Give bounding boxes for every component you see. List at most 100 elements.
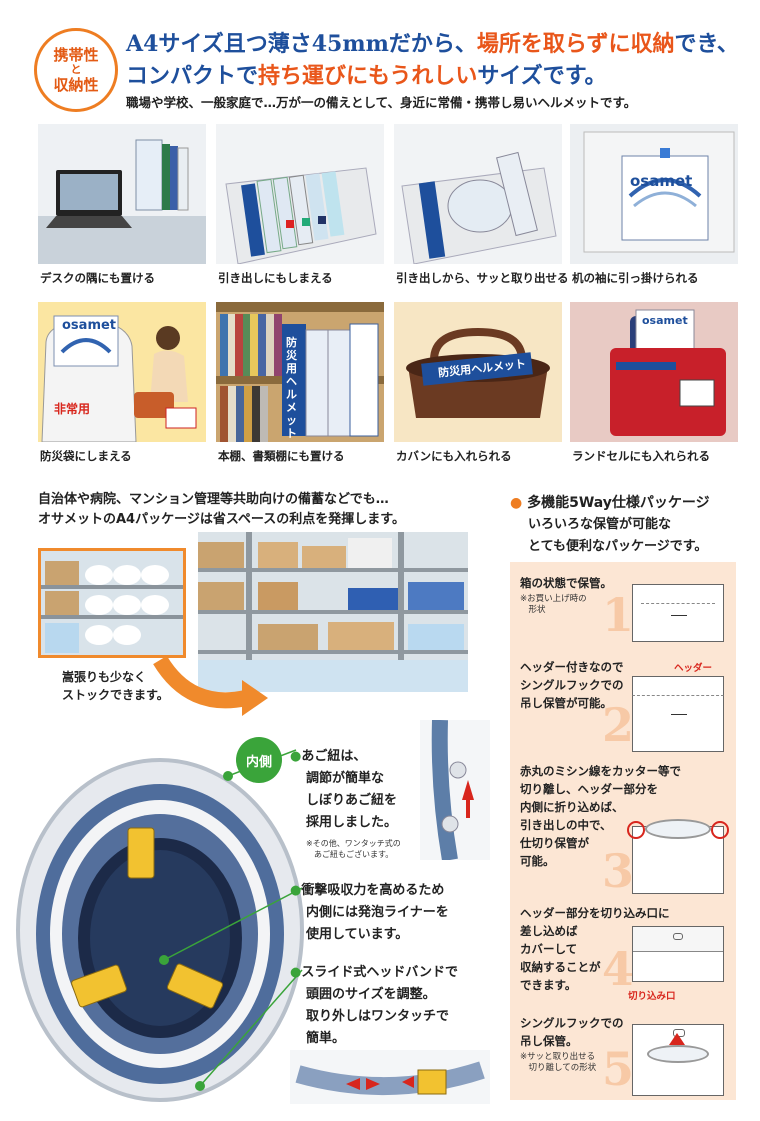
package-sub1: いろいろな保管が可能な xyxy=(528,517,672,532)
package-step-1: 箱の状態で保管。 ※お買い上げ時の 形状 1 xyxy=(510,562,736,652)
step-4-text: ヘッダー部分を切り込み口に xyxy=(520,906,670,920)
stock-line1: 自治体や病院、マンション管理等共助向けの備蓄などでも… xyxy=(38,492,389,507)
badge-line2: と xyxy=(70,63,82,76)
step-2-text: 吊し保管が可能。 xyxy=(520,696,612,710)
package-open-box-icon xyxy=(627,819,729,894)
photo-bag: 防災用ヘルメット xyxy=(394,302,562,442)
step-1-number: 1 xyxy=(602,588,635,642)
step-1-text: 箱の状態で保管。 xyxy=(520,576,612,590)
helmet-inner-illustration xyxy=(16,749,304,1102)
badge-line3: 収納性 xyxy=(53,76,99,94)
package-step-5: シングルフックでの 吊し保管。 ※サッと取り出せる 切り離しての形状 5 xyxy=(510,1010,736,1100)
caption-bookshelf: 本棚、書類棚にも置ける xyxy=(218,449,345,463)
photo-desk-side: osamet xyxy=(570,124,738,264)
bullet-icon: ● xyxy=(290,883,302,898)
step-5-number: 5 xyxy=(602,1042,635,1096)
headline-text: A4サイズ且つ薄さ45mmだから、 xyxy=(126,31,477,57)
stock-description: 自治体や病院、マンション管理等共助向けの備蓄などでも… オサメットのA4パッケー… xyxy=(38,490,405,530)
headline-line1: A4サイズ且つ薄さ45mmだから、場所を取らずに収納でき、 xyxy=(126,28,746,60)
package-hanging-icon xyxy=(632,1024,724,1096)
package-step-2: ヘッダー付きなので シングルフックでの 吊し保管が可能。 2 ヘッダー xyxy=(510,654,736,754)
package-subtitle: いろいろな保管が可能な とても便利なパッケージです。 xyxy=(528,514,707,558)
step-3-text: 引き出しの中で、 xyxy=(520,818,612,832)
package-panel: 箱の状態で保管。 ※お買い上げ時の 形状 1 ヘッダー付きなので シングルフック… xyxy=(510,562,736,1100)
caption-desk-side: 机の袖に引っ掛けられる xyxy=(572,271,699,285)
step-4-text: 差し込めば xyxy=(520,924,578,938)
headline-highlight: 場所を取らずに収納 xyxy=(476,31,675,57)
step-4-text: できます。 xyxy=(520,978,577,992)
feature-text: 衝撃吸収力を高めるため xyxy=(301,883,445,898)
step-5-text: シングルフックでの xyxy=(520,1016,624,1030)
header-label: ヘッダー xyxy=(674,663,713,674)
feature-note-text: あご紐もございます。 xyxy=(306,850,394,859)
product-spine-text: 防災用ヘルメット xyxy=(286,336,297,440)
caption-drawer-take: 引き出しから、サッと取り出せる xyxy=(396,271,569,285)
feature-text: 採用しました。 xyxy=(306,815,398,830)
feature-note-text: ※その他、ワンタッチ式の xyxy=(306,839,401,848)
step-3-text: 赤丸のミシン線をカッター等で xyxy=(520,764,681,778)
step-1-note: 形状 xyxy=(520,605,546,615)
package-step-4: ヘッダー部分を切り込み口に 差し込めば カバーして 収納することが できます。 … xyxy=(510,904,736,1004)
brand-logo: osamet xyxy=(630,172,693,190)
feature-text: 使用しています。 xyxy=(306,927,409,942)
photo-disaster-bag: osamet 非常用 xyxy=(38,302,206,442)
caption-drawer: 引き出しにもしまえる xyxy=(218,271,333,285)
step-4-text: カバーして xyxy=(520,942,578,956)
bullet-icon: ● xyxy=(290,749,302,764)
stock-note-line2: ストックできます。 xyxy=(62,688,169,702)
stock-note-line1: 嵩張りも少なく xyxy=(62,670,147,684)
step-5-note: 切り離しての形状 xyxy=(520,1063,597,1073)
step-3-text: 切り離し、ヘッダー部分を xyxy=(520,782,658,796)
badge-line1: 携帯性 xyxy=(53,46,99,64)
step-3-text: 内側に折り込めば、 xyxy=(520,800,624,814)
step-2-number: 2 xyxy=(602,698,635,752)
feature-text: 調節が簡単な xyxy=(306,771,385,786)
headband-detail xyxy=(290,1050,490,1104)
stock-note: 嵩張りも少なく ストックできます。 xyxy=(62,668,169,704)
photo-bookshelf: 防災用ヘルメット xyxy=(216,302,384,442)
brand-logo: osamet xyxy=(642,314,688,327)
bag-illustration xyxy=(394,302,562,442)
step-5-text: 吊し保管。 xyxy=(520,1034,578,1048)
caption-bag: カバンにも入れられる xyxy=(396,449,512,463)
headline-highlight: 持ち運びにもうれしい xyxy=(258,63,478,89)
headline: A4サイズ且つ薄さ45mmだから、場所を取らずに収納でき、 コンパクトで持ち運び… xyxy=(126,28,746,92)
emergency-bag-label: 非常用 xyxy=(54,402,91,416)
package-header-icon xyxy=(632,676,724,696)
feature-text: スライド式ヘッドバンドで xyxy=(301,965,458,980)
feature-chinstrap-note: ※その他、ワンタッチ式の あご紐もございます。 xyxy=(306,838,401,860)
helmet-shelf-photo xyxy=(38,548,186,658)
randoseru-illustration xyxy=(570,302,738,442)
drawer-illustration xyxy=(216,124,384,264)
feature-headband: ●スライド式ヘッドバンドで 頭囲のサイズを調整。 取り外しはワンタッチで 簡単。 xyxy=(290,962,458,1050)
package-sub2: とても便利なパッケージです。 xyxy=(528,539,708,554)
caption-desk: デスクの隅にも置ける xyxy=(40,271,155,285)
disaster-bag-illustration xyxy=(38,302,206,442)
step-2-text: ヘッダー付きなので xyxy=(520,660,624,674)
step-3-text: 仕切り保管が xyxy=(520,836,589,850)
photo-randoseru: osamet xyxy=(570,302,738,442)
stock-shelf-illustration xyxy=(198,532,468,692)
helmet-shelf-illustration xyxy=(41,551,183,655)
step-5-note: ※サッと取り出せる xyxy=(520,1052,596,1062)
step-3-number: 3 xyxy=(602,844,635,898)
arrow-icon xyxy=(153,655,268,716)
caption-randoseru: ランドセルにも入れられる xyxy=(572,449,710,463)
slot-label: 切り込み口 xyxy=(628,991,676,1002)
package-title-text: 多機能5Way仕様パッケージ xyxy=(527,495,710,511)
bullet-icon: ● xyxy=(290,965,302,980)
headline-text: サイズです。 xyxy=(477,63,607,89)
stock-shelf-photo xyxy=(198,532,468,692)
feature-text: 頭囲のサイズを調整。 xyxy=(306,987,436,1002)
brand-logo: osamet xyxy=(62,318,117,333)
step-3-text: 可能。 xyxy=(520,854,555,868)
feature-text: 簡単。 xyxy=(306,1031,346,1046)
feature-liner: ●衝撃吸収力を高めるため 内側には発泡ライナーを 使用しています。 xyxy=(290,880,449,946)
package-box-icon xyxy=(632,584,724,642)
package-step-3: 赤丸のミシン線をカッター等で 切り離し、ヘッダー部分を 内側に折り込めば、 引き… xyxy=(510,760,736,900)
package-covered-icon xyxy=(632,926,724,982)
feature-text: あご紐は、 xyxy=(301,749,367,764)
step-1-note: ※お買い上げ時の xyxy=(520,594,587,604)
headline-line2: コンパクトで持ち運びにもうれしいサイズです。 xyxy=(126,60,746,92)
inner-side-badge: 内側 xyxy=(236,737,282,783)
